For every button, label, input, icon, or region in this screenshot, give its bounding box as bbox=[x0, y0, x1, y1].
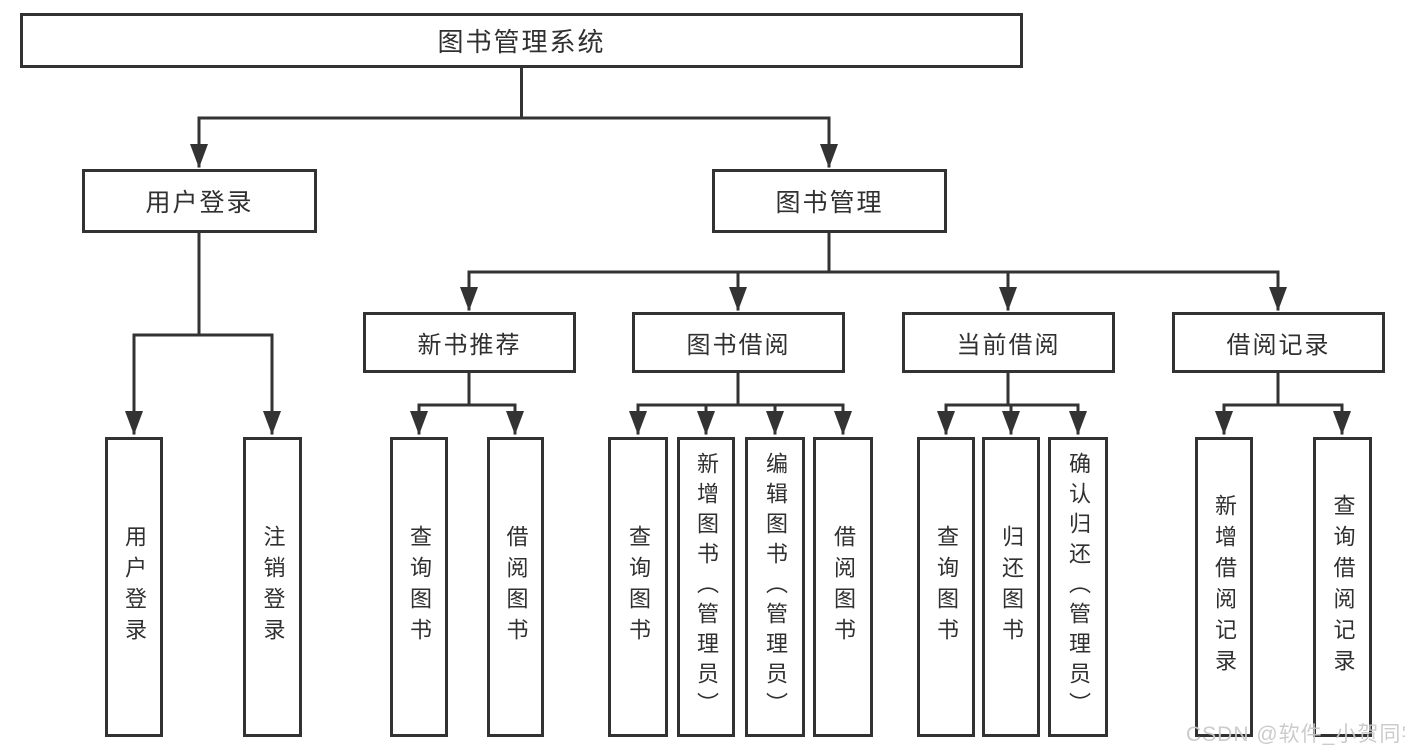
node-new-book-recommend: 新书推荐 bbox=[363, 312, 576, 373]
leaf-return-book: 归还图书 bbox=[982, 437, 1040, 737]
node-label: 借阅记录 bbox=[1226, 332, 1331, 359]
node-book-management-system: 图书管理系统 bbox=[20, 13, 1023, 68]
node-label: 注销登录 bbox=[260, 525, 286, 649]
node-borrow-record: 借阅记录 bbox=[1172, 312, 1385, 373]
node-label: 查询图书 bbox=[407, 525, 432, 649]
node-current-borrow: 当前借阅 bbox=[902, 312, 1115, 373]
leaf-edit-book-admin: 编辑图书（管理员） bbox=[745, 437, 805, 737]
leaf-add-borrow-record: 新增借阅记录 bbox=[1195, 437, 1253, 737]
node-label: 图书借阅 bbox=[686, 332, 791, 359]
node-book-borrow: 图书借阅 bbox=[632, 312, 845, 373]
node-label: 查询图书 bbox=[934, 525, 959, 649]
leaf-confirm-return-admin: 确认归还（管理员） bbox=[1048, 437, 1108, 737]
leaf-borrow-book-recommend: 借阅图书 bbox=[487, 437, 544, 737]
leaf-query-book-recommend: 查询图书 bbox=[390, 437, 448, 737]
node-label: 图书管理 bbox=[775, 189, 884, 217]
leaf-query-book-borrow: 查询图书 bbox=[608, 437, 668, 737]
leaf-logout: 注销登录 bbox=[243, 437, 302, 737]
node-label: 图书管理系统 bbox=[437, 27, 606, 57]
node-label: 新书推荐 bbox=[417, 332, 522, 359]
leaf-borrow-book: 借阅图书 bbox=[813, 437, 873, 737]
leaf-user-login: 用户登录 bbox=[105, 437, 163, 737]
csdn-watermark: CSDN @软件_小贺同学 bbox=[1186, 723, 1405, 746]
node-label: 新增借阅记录 bbox=[1212, 494, 1237, 680]
leaf-add-book-admin: 新增图书（管理员） bbox=[677, 437, 735, 737]
node-label: 当前借阅 bbox=[956, 332, 1061, 359]
node-label: 查询借阅记录 bbox=[1330, 494, 1356, 680]
leaf-query-borrow-record: 查询借阅记录 bbox=[1313, 437, 1372, 737]
node-label: 查询图书 bbox=[626, 525, 651, 649]
node-label: 用户登录 bbox=[145, 189, 254, 217]
node-label: 借阅图书 bbox=[503, 525, 529, 649]
node-label: 归还图书 bbox=[999, 525, 1024, 649]
node-label: 用户登录 bbox=[122, 525, 147, 649]
node-label: 新增图书（管理员） bbox=[694, 452, 719, 722]
leaf-query-book-current: 查询图书 bbox=[917, 437, 975, 737]
node-label: 编辑图书（管理员） bbox=[763, 452, 788, 722]
node-book-management: 图书管理 bbox=[712, 169, 947, 233]
node-label: 确认归还（管理员） bbox=[1066, 452, 1091, 722]
node-user-login: 用户登录 bbox=[82, 169, 317, 233]
node-label: 借阅图书 bbox=[831, 525, 856, 649]
